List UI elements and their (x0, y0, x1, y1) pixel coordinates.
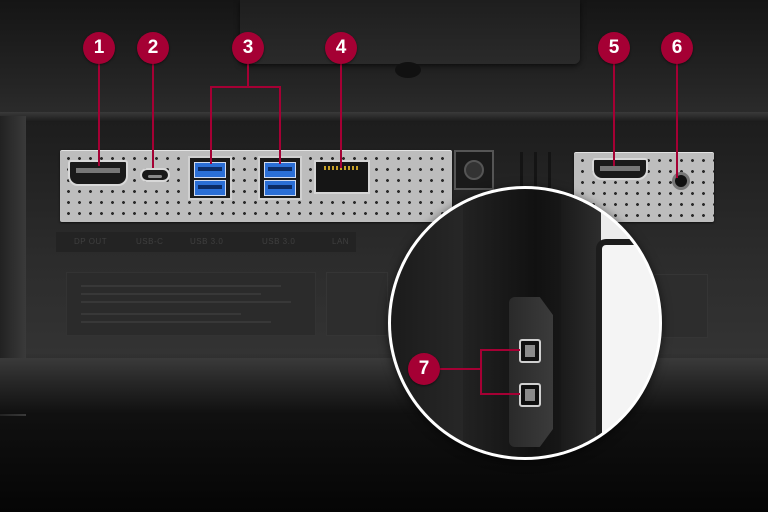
label-recess (326, 272, 388, 336)
callout-badge-1: 1 (83, 32, 115, 64)
port-label: USB 3.0 (262, 237, 296, 246)
vent-slot (548, 152, 551, 188)
callout-leader (152, 62, 154, 168)
callout-badge-7: 7 (408, 353, 440, 385)
callout-leader (480, 349, 482, 395)
usb-port (194, 180, 226, 196)
callout-badge-3: 3 (232, 32, 264, 64)
stand-mount (240, 0, 580, 64)
callout-badge-2: 2 (137, 32, 169, 64)
callout-leader (247, 62, 249, 86)
callout-leader (210, 86, 281, 88)
housing-ledge (0, 112, 768, 122)
callout-leader (279, 86, 281, 164)
callout-badge-4: 4 (325, 32, 357, 64)
hdmi-port (592, 158, 648, 180)
callout-leader (98, 62, 100, 166)
stand-screw (395, 62, 421, 78)
port-label: DP OUT (74, 237, 108, 246)
port-label: LAN (332, 237, 350, 246)
port-label: USB-C (136, 237, 164, 246)
side-port-housing (509, 297, 553, 447)
usb-port (264, 162, 296, 178)
callout-leader (340, 62, 342, 168)
callout-badge-6: 6 (661, 32, 693, 64)
vent-slot (534, 152, 537, 188)
power-jack (454, 150, 494, 190)
side-usb-port (519, 383, 541, 407)
regulatory-sticker (66, 272, 316, 336)
port-label-strip (56, 232, 356, 252)
callout-leader (480, 349, 520, 351)
usb-port (264, 180, 296, 196)
background-wall (596, 239, 659, 457)
callout-leader (480, 393, 520, 395)
callout-leader (210, 86, 212, 164)
monitor-bezel (561, 189, 601, 457)
lan-port (314, 160, 370, 194)
headphone-jack (672, 172, 690, 190)
callout-leader (676, 62, 678, 178)
callout-badge-5: 5 (598, 32, 630, 64)
callout-leader (440, 368, 482, 370)
usb-c-port (140, 168, 170, 182)
side-usb-port (519, 339, 541, 363)
callout-leader (613, 62, 615, 166)
vent-slot (520, 152, 523, 188)
port-label: USB 3.0 (190, 237, 224, 246)
side-usb-zoom-inset (388, 186, 662, 460)
usb-port (194, 162, 226, 178)
